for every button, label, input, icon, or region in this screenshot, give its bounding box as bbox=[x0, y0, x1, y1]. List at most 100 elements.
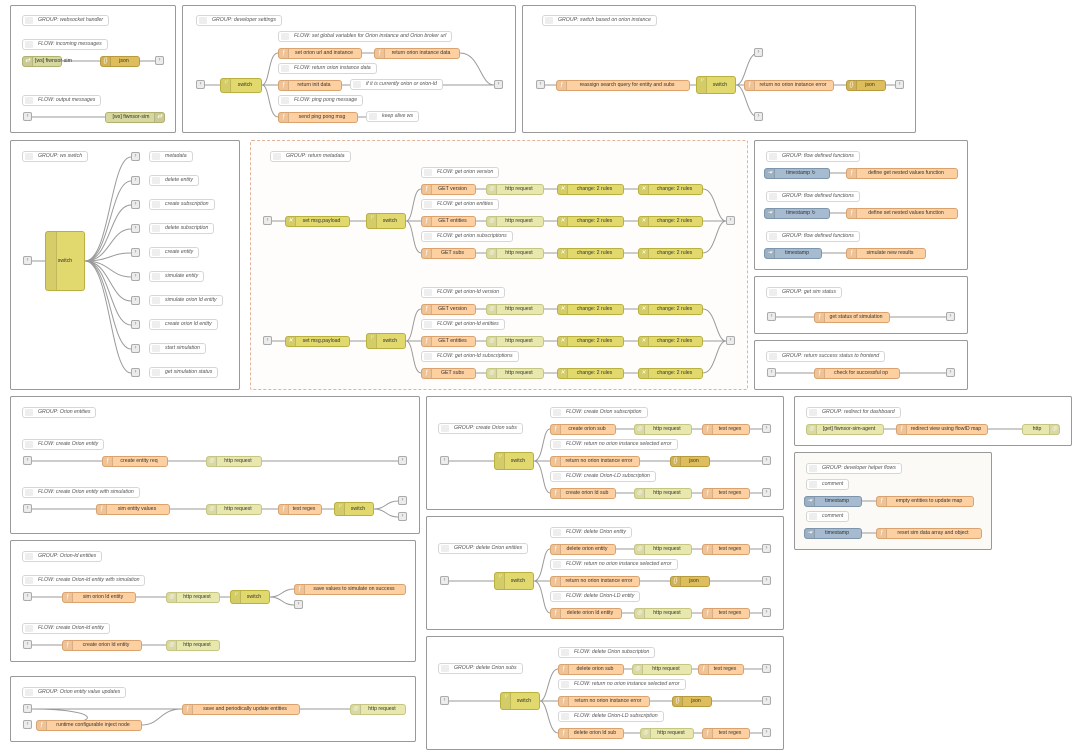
change-node[interactable]: ✕change: 2 rules bbox=[638, 216, 703, 227]
link-node[interactable]: › bbox=[23, 592, 32, 601]
link-node[interactable]: › bbox=[398, 496, 407, 505]
switch-node[interactable]: ⑂switch bbox=[230, 590, 270, 604]
link-node[interactable]: › bbox=[131, 176, 140, 185]
change-node[interactable]: ✕change: 2 rules bbox=[557, 216, 624, 227]
link-node[interactable]: › bbox=[494, 80, 503, 89]
link-node[interactable]: › bbox=[754, 48, 763, 57]
change-node[interactable]: ✕change: 2 rules bbox=[557, 336, 624, 347]
change-node[interactable]: ✕change: 2 rules bbox=[557, 248, 624, 259]
change-node[interactable]: ✕change: 2 rules bbox=[638, 368, 703, 379]
link-node[interactable]: › bbox=[762, 664, 771, 673]
inject-timestamp-node[interactable]: ⇥timestamp bbox=[804, 496, 862, 507]
link-node[interactable]: › bbox=[726, 336, 735, 345]
json-node[interactable]: {}json bbox=[670, 576, 710, 587]
http-request-node[interactable]: ◎http request bbox=[486, 248, 544, 259]
link-node[interactable]: › bbox=[23, 504, 32, 513]
websocket-in-node[interactable]: ⇄[ws] fiwnsor-sim bbox=[22, 56, 72, 67]
link-node[interactable]: › bbox=[23, 456, 32, 465]
link-node[interactable]: › bbox=[398, 456, 407, 465]
http-request-node[interactable]: ◎http request bbox=[486, 368, 544, 379]
switch-node[interactable]: ⑂switch bbox=[696, 76, 736, 94]
change-node[interactable]: ✕change: 2 rules bbox=[638, 304, 703, 315]
http-request-node[interactable]: ◎http request bbox=[486, 336, 544, 347]
group-redirect-dashboard[interactable] bbox=[794, 396, 1072, 446]
link-node[interactable]: › bbox=[131, 296, 140, 305]
websocket-out-node[interactable]: [ws] fiwnsor-sim⇄ bbox=[105, 112, 165, 123]
link-node[interactable]: › bbox=[131, 200, 140, 209]
link-node[interactable]: › bbox=[131, 152, 140, 161]
switch-node[interactable]: ⑂switch bbox=[366, 333, 406, 349]
json-node[interactable]: {}json bbox=[672, 696, 712, 707]
link-node[interactable]: › bbox=[131, 224, 140, 233]
link-node[interactable]: › bbox=[131, 320, 140, 329]
link-node[interactable]: › bbox=[762, 696, 771, 705]
http-request-node[interactable]: ◎http request bbox=[634, 608, 692, 619]
http-request-node[interactable]: ◎http request bbox=[486, 216, 544, 227]
link-node[interactable]: › bbox=[131, 344, 140, 353]
group-switch-orion-instance[interactable] bbox=[522, 5, 916, 133]
switch-node[interactable]: ⑂switch bbox=[500, 692, 540, 710]
link-node[interactable]: › bbox=[762, 424, 771, 433]
link-node[interactable]: › bbox=[762, 576, 771, 585]
change-node[interactable]: ✕change: 2 rules bbox=[638, 184, 703, 195]
change-node[interactable]: ✕change: 2 rules bbox=[638, 336, 703, 347]
link-node[interactable]: › bbox=[23, 720, 32, 729]
http-request-node[interactable]: ◎http request bbox=[634, 544, 692, 555]
json-node[interactable]: {}json bbox=[100, 56, 140, 67]
link-node[interactable]: › bbox=[23, 640, 32, 649]
inject-timestamp-node[interactable]: ⇥timestamp bbox=[804, 528, 862, 539]
link-node[interactable]: › bbox=[767, 312, 776, 321]
change-node[interactable]: ✕change: 2 rules bbox=[557, 184, 624, 195]
http-in-node[interactable]: ◎[get] fiwnsor-sim-agent bbox=[806, 424, 884, 435]
http-request-node[interactable]: ◎http request bbox=[632, 664, 692, 675]
switch-node[interactable]: ⑂switch bbox=[494, 572, 534, 590]
inject-timestamp-node[interactable]: ⇥timestamp bbox=[764, 248, 822, 259]
http-request-node[interactable]: ◎http request bbox=[634, 424, 692, 435]
link-node[interactable]: › bbox=[155, 56, 164, 65]
link-node[interactable]: › bbox=[263, 216, 272, 225]
switch-node[interactable]: ⑂switch bbox=[494, 452, 534, 470]
group-return-success[interactable] bbox=[754, 340, 968, 390]
link-node[interactable]: › bbox=[440, 576, 449, 585]
http-request-node[interactable]: ◎http request bbox=[206, 456, 262, 467]
change-node[interactable]: ✕set msg.payload bbox=[285, 216, 350, 227]
http-request-node[interactable]: ◎http request bbox=[166, 592, 220, 603]
link-node[interactable]: › bbox=[294, 600, 303, 609]
link-node[interactable]: › bbox=[762, 544, 771, 553]
link-node[interactable]: › bbox=[131, 272, 140, 281]
http-request-node[interactable]: ◎http request bbox=[486, 184, 544, 195]
link-node[interactable]: › bbox=[23, 112, 32, 121]
link-node[interactable]: › bbox=[440, 456, 449, 465]
link-node[interactable]: › bbox=[23, 704, 32, 713]
link-node[interactable]: › bbox=[946, 312, 955, 321]
